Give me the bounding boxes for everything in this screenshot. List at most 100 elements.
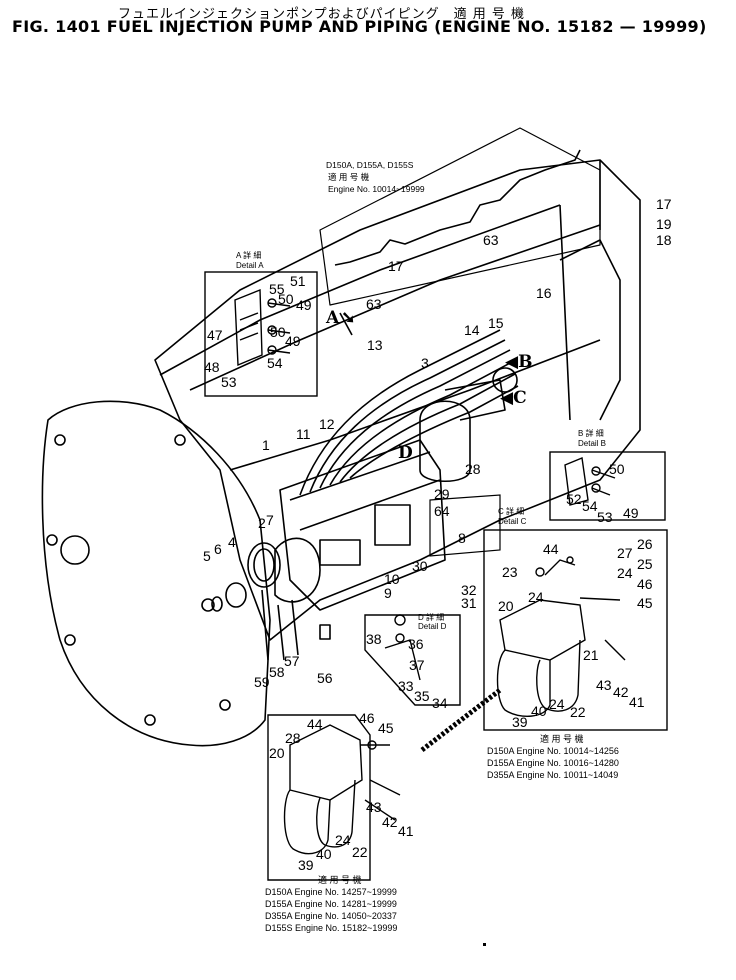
- callout-29: 29: [434, 486, 450, 502]
- detail-a-jp: A 詳 細: [236, 251, 262, 260]
- callout-23: 23: [502, 564, 518, 580]
- applicability-bottom-line: D150A Engine No. 14257~19999: [265, 887, 397, 897]
- callout-19: 19: [656, 216, 672, 232]
- applicability-c-line: D150A Engine No. 10014~14256: [487, 746, 619, 756]
- callout-24: 24: [617, 565, 633, 581]
- detail-a-label: Detail A: [236, 261, 264, 270]
- callout-6: 6: [214, 541, 222, 557]
- callout-2: 2: [258, 515, 266, 531]
- callout-57: 57: [284, 653, 300, 669]
- stray-dot: [483, 943, 486, 946]
- applicability-c-line: D155A Engine No. 10016~14280: [487, 758, 619, 768]
- callout-35: 35: [414, 688, 430, 704]
- applicability-bottom-line: D155A Engine No. 14281~19999: [265, 899, 397, 909]
- callout-24: 24: [549, 696, 565, 712]
- arrow-a: A➘: [326, 308, 356, 328]
- flywheel-housing: [41, 400, 271, 747]
- pipe-jp-label: 適 用 号 機: [328, 172, 370, 182]
- callout-43: 43: [366, 799, 382, 815]
- callout-40: 40: [316, 846, 332, 862]
- callout-55: 55: [269, 281, 285, 297]
- fuel-filter: [419, 400, 471, 482]
- callout-63: 63: [366, 296, 382, 312]
- detail-c-jp: C 詳 細: [498, 507, 525, 516]
- pipe-models: D150A, D155A, D155S: [326, 160, 414, 170]
- detail-c-label: Detail C: [498, 517, 527, 526]
- callout-47: 47: [207, 327, 223, 343]
- callout-40: 40: [531, 703, 547, 719]
- callout-26: 26: [637, 536, 653, 552]
- callout-24: 24: [528, 589, 544, 605]
- callout-22: 22: [352, 844, 368, 860]
- callout-17: 17: [388, 258, 404, 274]
- applicability-bottom-jp: 適 用 号 機: [318, 875, 362, 885]
- callout-30: 30: [412, 558, 428, 574]
- callout-20: 20: [269, 745, 285, 761]
- figure-title: FIG. 1401 FUEL INJECTION PUMP AND PIPING…: [12, 17, 707, 36]
- return-pipe: [334, 149, 581, 266]
- detail-a-box: [204, 271, 318, 397]
- callout-17: 17: [656, 196, 672, 212]
- engine-block: [154, 159, 641, 641]
- callout-45: 45: [637, 595, 653, 611]
- callout-43: 43: [596, 677, 612, 693]
- callout-42: 42: [382, 814, 398, 830]
- callout-31: 31: [461, 595, 477, 611]
- callout-59: 59: [254, 674, 270, 690]
- callout-38: 38: [366, 631, 382, 647]
- callout-51: 51: [290, 273, 306, 289]
- callout-46: 46: [637, 576, 653, 592]
- callout-22: 22: [570, 704, 586, 720]
- callout-42: 42: [613, 684, 629, 700]
- callout-39: 39: [512, 714, 528, 730]
- callout-12: 12: [319, 416, 335, 432]
- callout-8: 8: [458, 530, 466, 546]
- callout-25: 25: [637, 556, 653, 572]
- callout-54: 54: [582, 498, 598, 514]
- callout-45: 45: [378, 720, 394, 736]
- callout-24: 24: [335, 832, 351, 848]
- applicability-c-line: D355A Engine No. 10011~14049: [487, 770, 619, 780]
- callout-44: 44: [307, 716, 323, 732]
- callout-27: 27: [617, 545, 633, 561]
- callout-34: 34: [432, 695, 448, 711]
- callout-1: 1: [262, 437, 270, 453]
- callout-63: 63: [483, 232, 499, 248]
- inset-frame: [267, 714, 371, 881]
- callout-14: 14: [464, 322, 480, 338]
- detail-d-jp: D 詳 細: [418, 613, 445, 622]
- callout-28: 28: [285, 730, 301, 746]
- callout-46: 46: [359, 710, 375, 726]
- callout-53: 53: [221, 374, 237, 390]
- pipe-engine-range: Engine No. 10014~19999: [328, 184, 425, 194]
- callout-49: 49: [285, 333, 301, 349]
- callout-37: 37: [409, 657, 425, 673]
- callout-50: 50: [609, 461, 625, 477]
- detail-d-label: Detail D: [418, 622, 447, 631]
- callout-58: 58: [269, 664, 285, 680]
- callout-33: 33: [398, 678, 414, 694]
- callout-64: 64: [434, 503, 450, 519]
- callout-11: 11: [296, 426, 311, 442]
- arrow-b: ◀B: [505, 352, 533, 372]
- callout-5: 5: [203, 548, 211, 564]
- callout-20: 20: [498, 598, 514, 614]
- callout-21: 21: [583, 647, 599, 663]
- callout-13: 13: [367, 337, 383, 353]
- callout-44: 44: [543, 541, 559, 557]
- callout-9: 9: [384, 585, 392, 601]
- callout-48: 48: [204, 359, 220, 375]
- callout-39: 39: [298, 857, 314, 873]
- callout-16: 16: [536, 285, 552, 301]
- callout-52: 52: [566, 491, 582, 507]
- callout-7: 7: [266, 512, 274, 528]
- detail-b-box: [549, 451, 666, 521]
- arrow-d: D: [398, 443, 413, 463]
- callout-4: 4: [228, 534, 236, 550]
- callout-18: 18: [656, 232, 672, 248]
- callout-49: 49: [296, 297, 312, 313]
- callout-50: 50: [270, 324, 286, 340]
- callout-32: 32: [461, 582, 477, 598]
- detail-b-jp: B 詳 細: [578, 429, 604, 438]
